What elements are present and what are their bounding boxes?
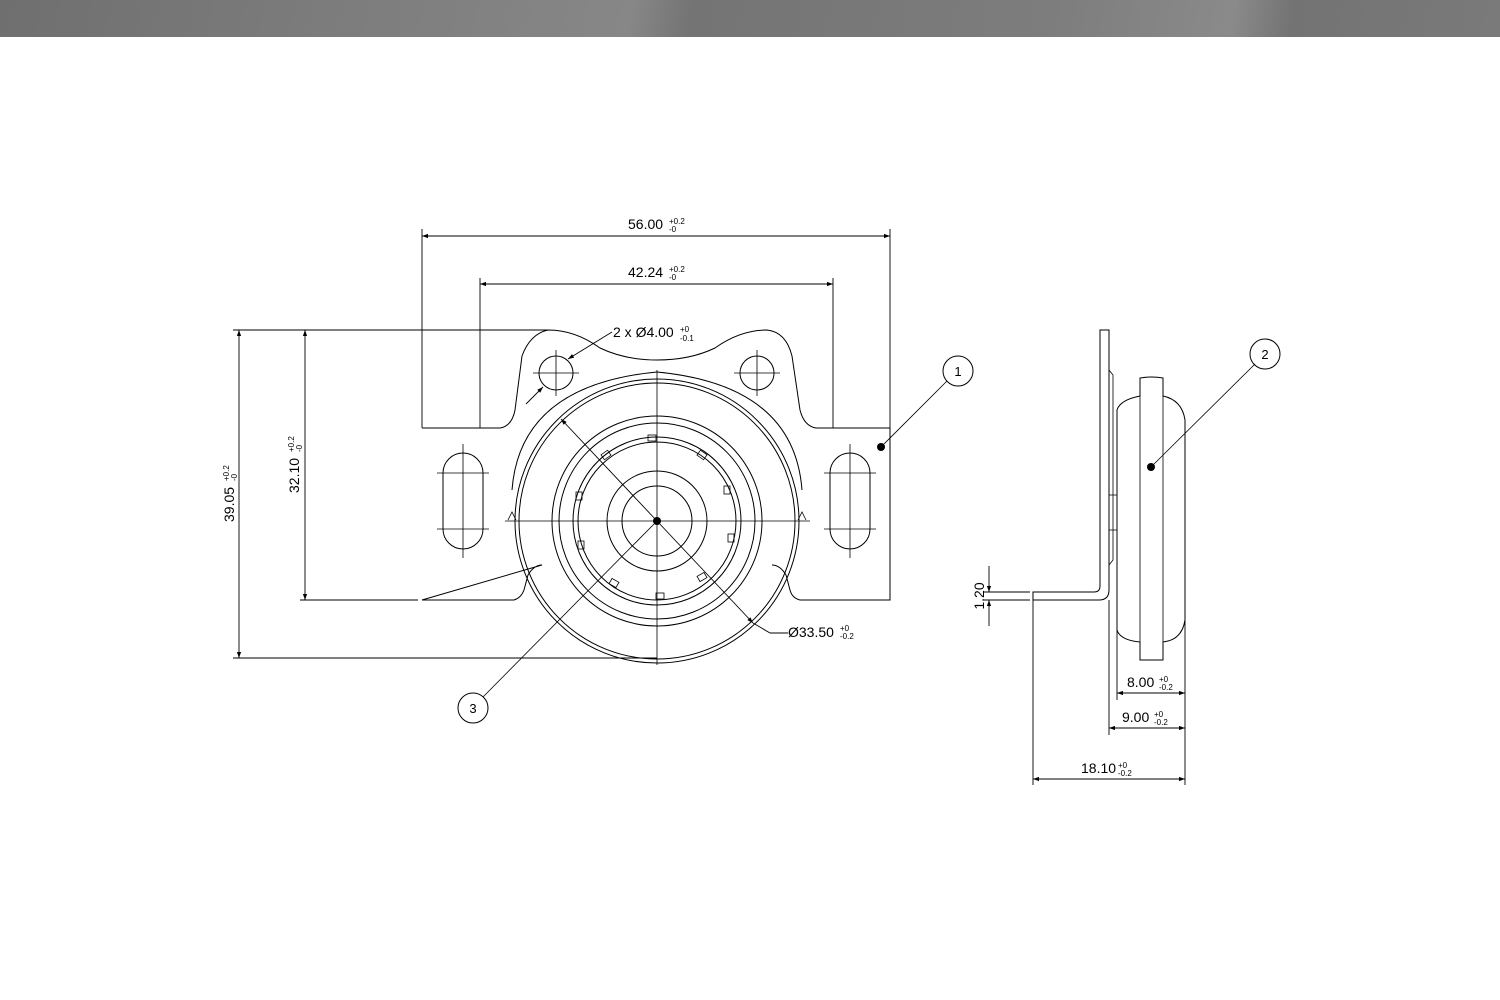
svg-text:-0: -0	[230, 473, 239, 481]
svg-text:3: 3	[469, 701, 476, 716]
slot-spacing-value: 42.24	[628, 264, 663, 280]
hole-callout-text: 2 x Ø4.00	[613, 324, 674, 340]
side-view: 2 1.20 8.00 +0 -0.2 9.00 +0 -0.2	[971, 329, 1281, 785]
svg-text:1: 1	[954, 364, 961, 379]
dim-total-depth: 18.10 +0 -0.2	[1032, 600, 1186, 785]
front-view: 56.00 +0.2 -0 42.24 +0.2 -0 2 x Ø4.00 +0…	[221, 216, 974, 724]
balloon-2: 2	[1147, 338, 1281, 471]
plate-stub	[1024, 591, 1030, 601]
width-outer-value: 9.00	[1122, 709, 1149, 725]
svg-text:+0: +0	[1118, 761, 1128, 770]
plate-thickness-value: 1.20	[971, 582, 987, 609]
housing-outline	[421, 329, 891, 601]
svg-text:-0.2: -0.2	[1159, 683, 1173, 692]
bearing-tabs	[575, 434, 735, 600]
balloon-1: 1	[877, 355, 974, 451]
svg-text:+0: +0	[840, 624, 850, 633]
dim-slot-spacing: 42.24 +0.2 -0	[479, 264, 834, 428]
svg-text:+0: +0	[1154, 710, 1164, 719]
slot-centerlines	[437, 444, 876, 558]
width-inner-value: 8.00	[1127, 674, 1154, 690]
dim-overall-height: 39.05 +0.2 -0	[221, 329, 657, 659]
svg-text:+0.2: +0.2	[287, 436, 296, 452]
svg-text:+0: +0	[1159, 675, 1169, 684]
dim-bearing-diameter: Ø33.50 +0 -0.2	[560, 418, 854, 641]
svg-text:-0.2: -0.2	[1118, 769, 1132, 778]
dim-overall-width: 56.00 +0.2 -0	[421, 216, 891, 428]
svg-text:-0: -0	[669, 225, 677, 234]
svg-text:-0: -0	[295, 444, 304, 452]
plate-detail	[1108, 369, 1118, 566]
dim-width-inner: 8.00 +0 -0.2	[1116, 620, 1186, 735]
svg-text:+0.2: +0.2	[222, 465, 231, 481]
svg-text:-0.2: -0.2	[1154, 718, 1168, 727]
bearing-profile	[1116, 376, 1186, 661]
hole-callout: 2 x Ø4.00 +0 -0.1	[525, 324, 694, 405]
svg-text:-0.2: -0.2	[840, 632, 854, 641]
svg-text:-0.1: -0.1	[680, 334, 694, 343]
balloon-3: 3	[457, 520, 658, 724]
dim-base-height: 32.10 +0.2 -0	[286, 330, 418, 601]
svg-text:+0: +0	[680, 325, 690, 334]
svg-text:+0.2: +0.2	[669, 217, 685, 226]
bracket-plate	[1032, 329, 1110, 601]
svg-text:2: 2	[1261, 347, 1268, 362]
bearing-diameter-value: Ø33.50	[788, 624, 834, 640]
bearing-profile-lines	[1116, 396, 1164, 642]
dim-plate-thickness: 1.20	[971, 566, 1024, 626]
overall-height-value: 39.05	[221, 487, 237, 522]
dim-width-outer: 9.00 +0 -0.2	[1108, 600, 1185, 735]
bearing	[505, 370, 810, 665]
total-depth-value: 18.10	[1081, 760, 1116, 776]
hole-centerlines	[533, 350, 780, 396]
overall-width-value: 56.00	[628, 216, 663, 232]
base-height-value: 32.10	[286, 458, 302, 493]
svg-text:+0.2: +0.2	[669, 265, 685, 274]
top-header-bar	[0, 0, 1500, 37]
svg-text:-0: -0	[669, 273, 677, 282]
